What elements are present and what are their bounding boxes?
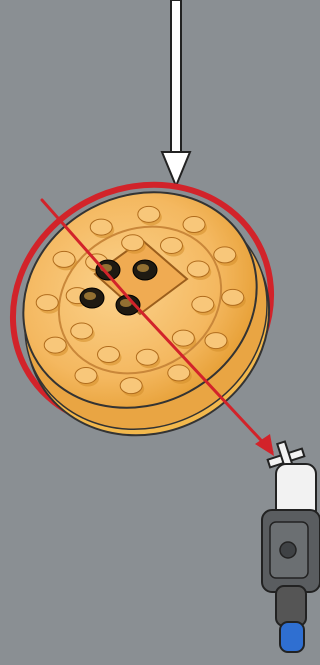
stud <box>136 349 158 365</box>
stud <box>98 347 120 363</box>
stud <box>53 251 75 267</box>
stud <box>214 247 236 263</box>
stud <box>183 217 205 233</box>
stud <box>36 295 58 311</box>
stud <box>187 261 209 277</box>
stud <box>120 378 142 394</box>
stud <box>138 206 160 222</box>
stud <box>75 367 97 383</box>
stud <box>90 219 112 235</box>
stud <box>205 333 227 349</box>
stud <box>160 237 182 253</box>
stud <box>222 289 244 305</box>
stud <box>168 365 190 381</box>
center-stud-highlight <box>84 292 96 300</box>
stud <box>172 330 194 346</box>
stud <box>44 337 66 353</box>
stud <box>122 235 144 251</box>
center-stud-highlight <box>137 264 149 272</box>
stud <box>192 296 214 312</box>
stud <box>71 323 93 339</box>
